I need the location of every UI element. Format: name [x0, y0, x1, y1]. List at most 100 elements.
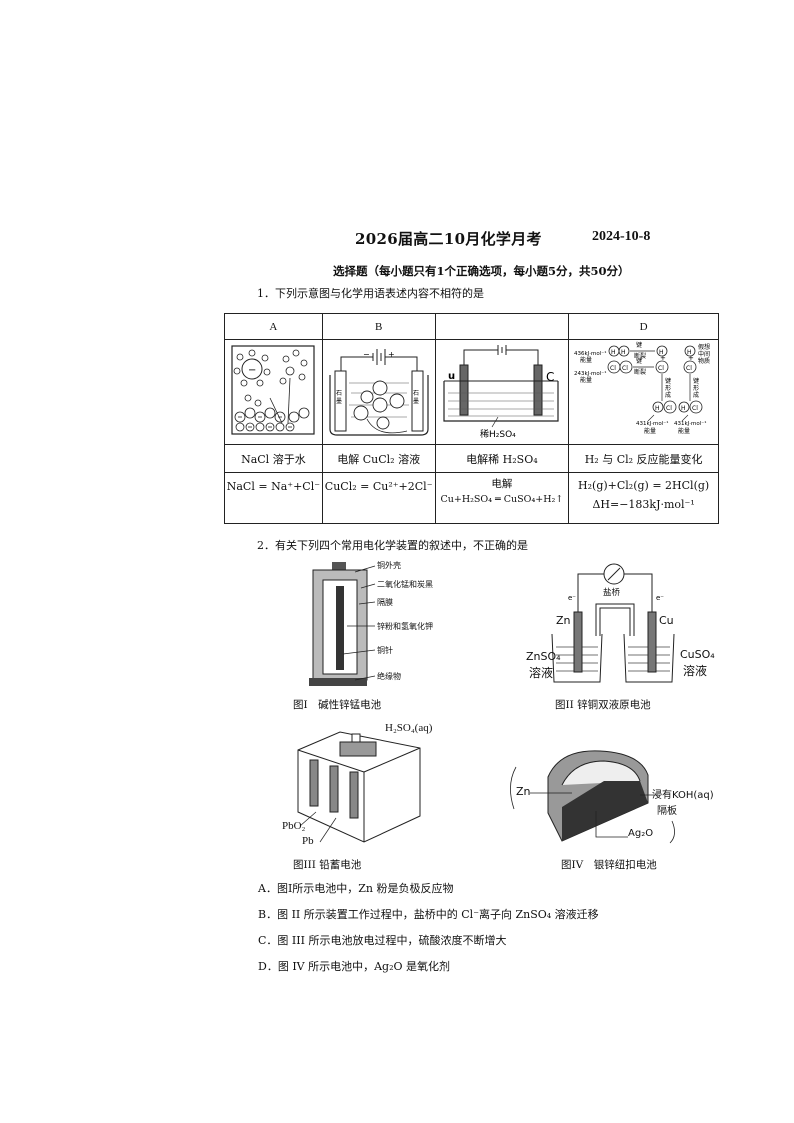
svg-text:H: H — [681, 405, 686, 412]
nacl-dissolution-diagram: − — [231, 344, 315, 435]
svg-text:436kJ·mol⁻¹: 436kJ·mol⁻¹ — [574, 350, 606, 357]
table-figure-row: − − + — [224, 339, 719, 445]
equation-c-body: Cu+H₂SO₄ ═ CuSO₄+H₂↑ — [440, 494, 564, 505]
figure-4-caption: 图IV 银锌纽扣电池 — [561, 859, 657, 871]
svg-text:键: 键 — [636, 341, 642, 349]
caption-d: H₂ 与 Cl₂ 反应能量变化 — [568, 444, 719, 473]
caption-a: NaCl 溶于水 — [224, 444, 323, 473]
figure-1-alkaline-battery: 铜外壳 二氧化锰和炭黑 隔膜 锌粉和氢氧化钾 铜针 绝缘物 — [295, 560, 465, 690]
alkaline-zinc-manganese-battery-diagram — [309, 562, 376, 686]
label-cu-electrode: Cu — [659, 614, 674, 627]
figure-3-lead-acid-battery: H₂SO₄(aq) PbO₂ Pb — [280, 720, 470, 850]
svg-text:431kJ·mol⁻¹: 431kJ·mol⁻¹ — [636, 420, 668, 427]
graphite-label-right: 石 — [413, 390, 419, 397]
svg-text:墨: 墨 — [336, 398, 342, 405]
option-d: D．图 IV 所示电池中，Ag₂O 是氧化剂 — [258, 960, 451, 973]
equation-c: 电解 Cu+H₂SO₄ ═ CuSO₄+H₂↑ — [434, 472, 570, 524]
svg-text:Cl: Cl — [610, 365, 616, 372]
label-znso4-solution: 溶液 — [529, 666, 554, 680]
col-label-c: C — [434, 313, 570, 340]
svg-text:e⁻: e⁻ — [568, 594, 576, 602]
silver-zinc-button-battery-diagram — [510, 750, 675, 844]
table-equation-row: NaCl = Na⁺+Cl⁻ CuCl₂ = Cu²⁺+2Cl⁻ 电解 Cu+H… — [224, 472, 719, 524]
figure-1-caption: 图I 碱性锌锰电池 — [293, 699, 382, 711]
label-separator-plate: 隔板 — [657, 806, 677, 817]
exam-date: 2024-10-8 — [592, 229, 651, 244]
figure-4-button-battery: Zn 浸有KOH(aq) 隔板 Ag₂O — [500, 745, 720, 845]
col-label-b: B — [321, 313, 436, 340]
svg-text:−: − — [363, 350, 370, 359]
equation-b: CuCl₂ = Cu²⁺+2Cl⁻ — [321, 472, 436, 524]
svg-text:能量: 能量 — [678, 427, 690, 435]
equation-d: H₂(g)+Cl₂(g) = 2HCl(g) ΔH=−183kJ·mol⁻¹ — [568, 472, 719, 524]
svg-text:键: 键 — [665, 377, 671, 385]
svg-text:Cl: Cl — [658, 365, 664, 372]
section-heading: 选择题（每小题只有1个正确选项，每小题5分，共50分） — [333, 264, 630, 278]
svg-text:Cl: Cl — [622, 365, 628, 372]
graphite-label-left: 石 — [336, 390, 342, 397]
label-copper-shell: 铜外壳 — [377, 561, 401, 570]
svg-text:Cl: Cl — [692, 405, 698, 412]
svg-text:+: + — [660, 354, 666, 362]
option-c: C．图 III 所示电池放电过程中，硫酸浓度不断增大 — [258, 934, 507, 947]
figure-2-caption: 图II 锌铜双液原电池 — [555, 699, 651, 711]
svg-text:H: H — [621, 349, 626, 356]
label-insulator: 绝缘物 — [377, 672, 401, 681]
col-label-a: A — [224, 313, 323, 340]
label-pb: Pb — [302, 835, 314, 847]
label-copper-pin: 铜针 — [377, 646, 393, 655]
label-cuso4: CuSO₄ — [680, 648, 715, 661]
svg-text:H: H — [687, 349, 692, 356]
svg-text:中间: 中间 — [698, 350, 710, 358]
option-a: A．图I所示电池中，Zn 粉是负极反应物 — [258, 882, 454, 895]
col-label-d: D — [568, 313, 719, 340]
equation-d-line2: ΔH=−183kJ·mol⁻¹ — [592, 498, 695, 511]
question-1-table: A B C D − — [224, 313, 719, 524]
svg-text:−: − — [248, 365, 256, 376]
cu-electrode-label: u — [448, 371, 455, 382]
svg-text:243kJ·mol⁻¹: 243kJ·mol⁻¹ — [574, 370, 606, 377]
label-zinc-koh: 锌粉和氢氧化钾 — [377, 622, 433, 631]
svg-text:+: + — [388, 350, 395, 359]
lead-acid-battery-diagram — [297, 731, 421, 843]
zinc-copper-galvanic-cell-diagram: e⁻ e⁻ — [551, 563, 675, 683]
label-koh-soaked: 浸有KOH(aq) — [652, 790, 714, 801]
svg-text:断裂: 断裂 — [634, 352, 646, 360]
svg-text:键: 键 — [693, 377, 699, 385]
svg-text:+: + — [688, 354, 694, 362]
equation-c-condition: 电解 — [491, 478, 513, 490]
svg-text:成: 成 — [693, 391, 699, 399]
label-zn-electrode: Zn — [556, 614, 571, 627]
figure-b-cucl2-electrolysis: −+ 石墨 石墨 — [321, 339, 436, 445]
table-caption-row: NaCl 溶于水 电解 CuCl₂ 溶液 电解稀 H₂SO₄ H₂ 与 Cl₂ … — [224, 444, 719, 473]
svg-text:e⁻: e⁻ — [656, 594, 664, 602]
svg-text:键: 键 — [636, 357, 642, 365]
label-znso4: ZnSO₄ — [526, 650, 561, 663]
figure-c-h2so4-electrolysis: u C 稀H₂SO₄ — [434, 339, 570, 445]
figure-a-nacl-dissolution: − — [224, 339, 323, 445]
label-ag2o: Ag₂O — [628, 828, 654, 839]
svg-text:H: H — [611, 349, 616, 356]
label-h2so4-aq: H₂SO₄(aq) — [385, 722, 433, 734]
caption-b: 电解 CuCl₂ 溶液 — [321, 444, 436, 473]
svg-text:能量: 能量 — [644, 427, 656, 435]
figure-2-galvanic-cell: e⁻ e⁻ 盐桥 Zn Cu ZnSO₄ 溶液 CuSO₄ 溶液 — [520, 552, 720, 692]
table-header-row: A B C D — [224, 313, 719, 340]
label-salt-bridge: 盐桥 — [603, 588, 621, 598]
svg-text:形: 形 — [665, 384, 671, 392]
svg-text:物质: 物质 — [698, 357, 710, 365]
equation-a: NaCl = Na⁺+Cl⁻ — [224, 472, 323, 524]
svg-text:431kJ·mol⁻¹: 431kJ·mol⁻¹ — [674, 420, 706, 427]
svg-text:能量: 能量 — [580, 356, 592, 364]
cucl2-electrolysis-diagram: −+ 石墨 石墨 — [329, 348, 429, 436]
label-pbo2: PbO₂ — [282, 820, 306, 832]
h2so4-electrolysis-diagram: u C 稀H₂SO₄ — [443, 344, 559, 440]
svg-text:形: 形 — [693, 384, 699, 392]
svg-text:Cl: Cl — [666, 405, 672, 412]
label-separator: 隔膜 — [377, 598, 393, 607]
option-b: B．图 II 所示装置工作过程中，盐桥中的 Cl⁻离子向 ZnSO₄ 溶液迁移 — [258, 908, 599, 921]
svg-text:假想: 假想 — [698, 343, 710, 351]
svg-text:H: H — [655, 405, 660, 412]
